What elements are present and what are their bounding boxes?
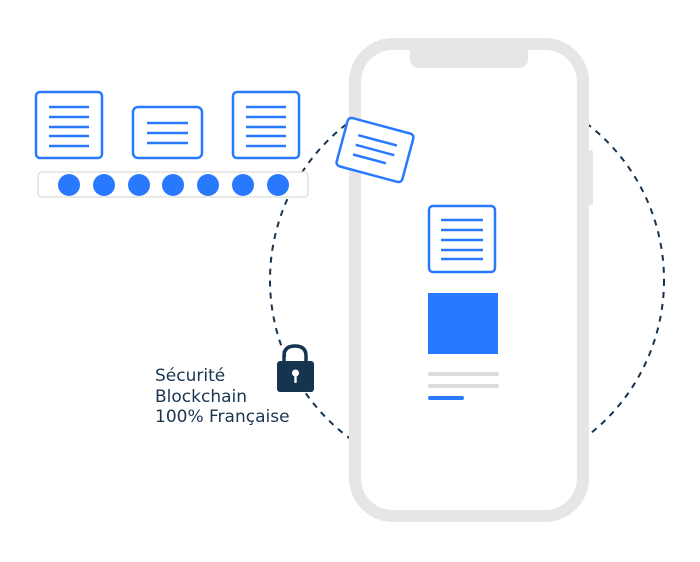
document-icon [231,90,301,160]
chain-bar [37,171,309,198]
document-icon [34,90,104,160]
security-caption: Sécurité Blockchain 100% Française [155,366,290,428]
caption-line: Sécurité [155,366,226,386]
phone-icon [349,38,593,522]
document-icon [131,105,204,160]
document-icon [335,116,415,184]
lock-icon [277,344,314,392]
caption-line: Blockchain [155,386,248,407]
image-placeholder [428,293,498,354]
caption-line: 100% Française [155,407,290,427]
document-icon [427,204,497,274]
